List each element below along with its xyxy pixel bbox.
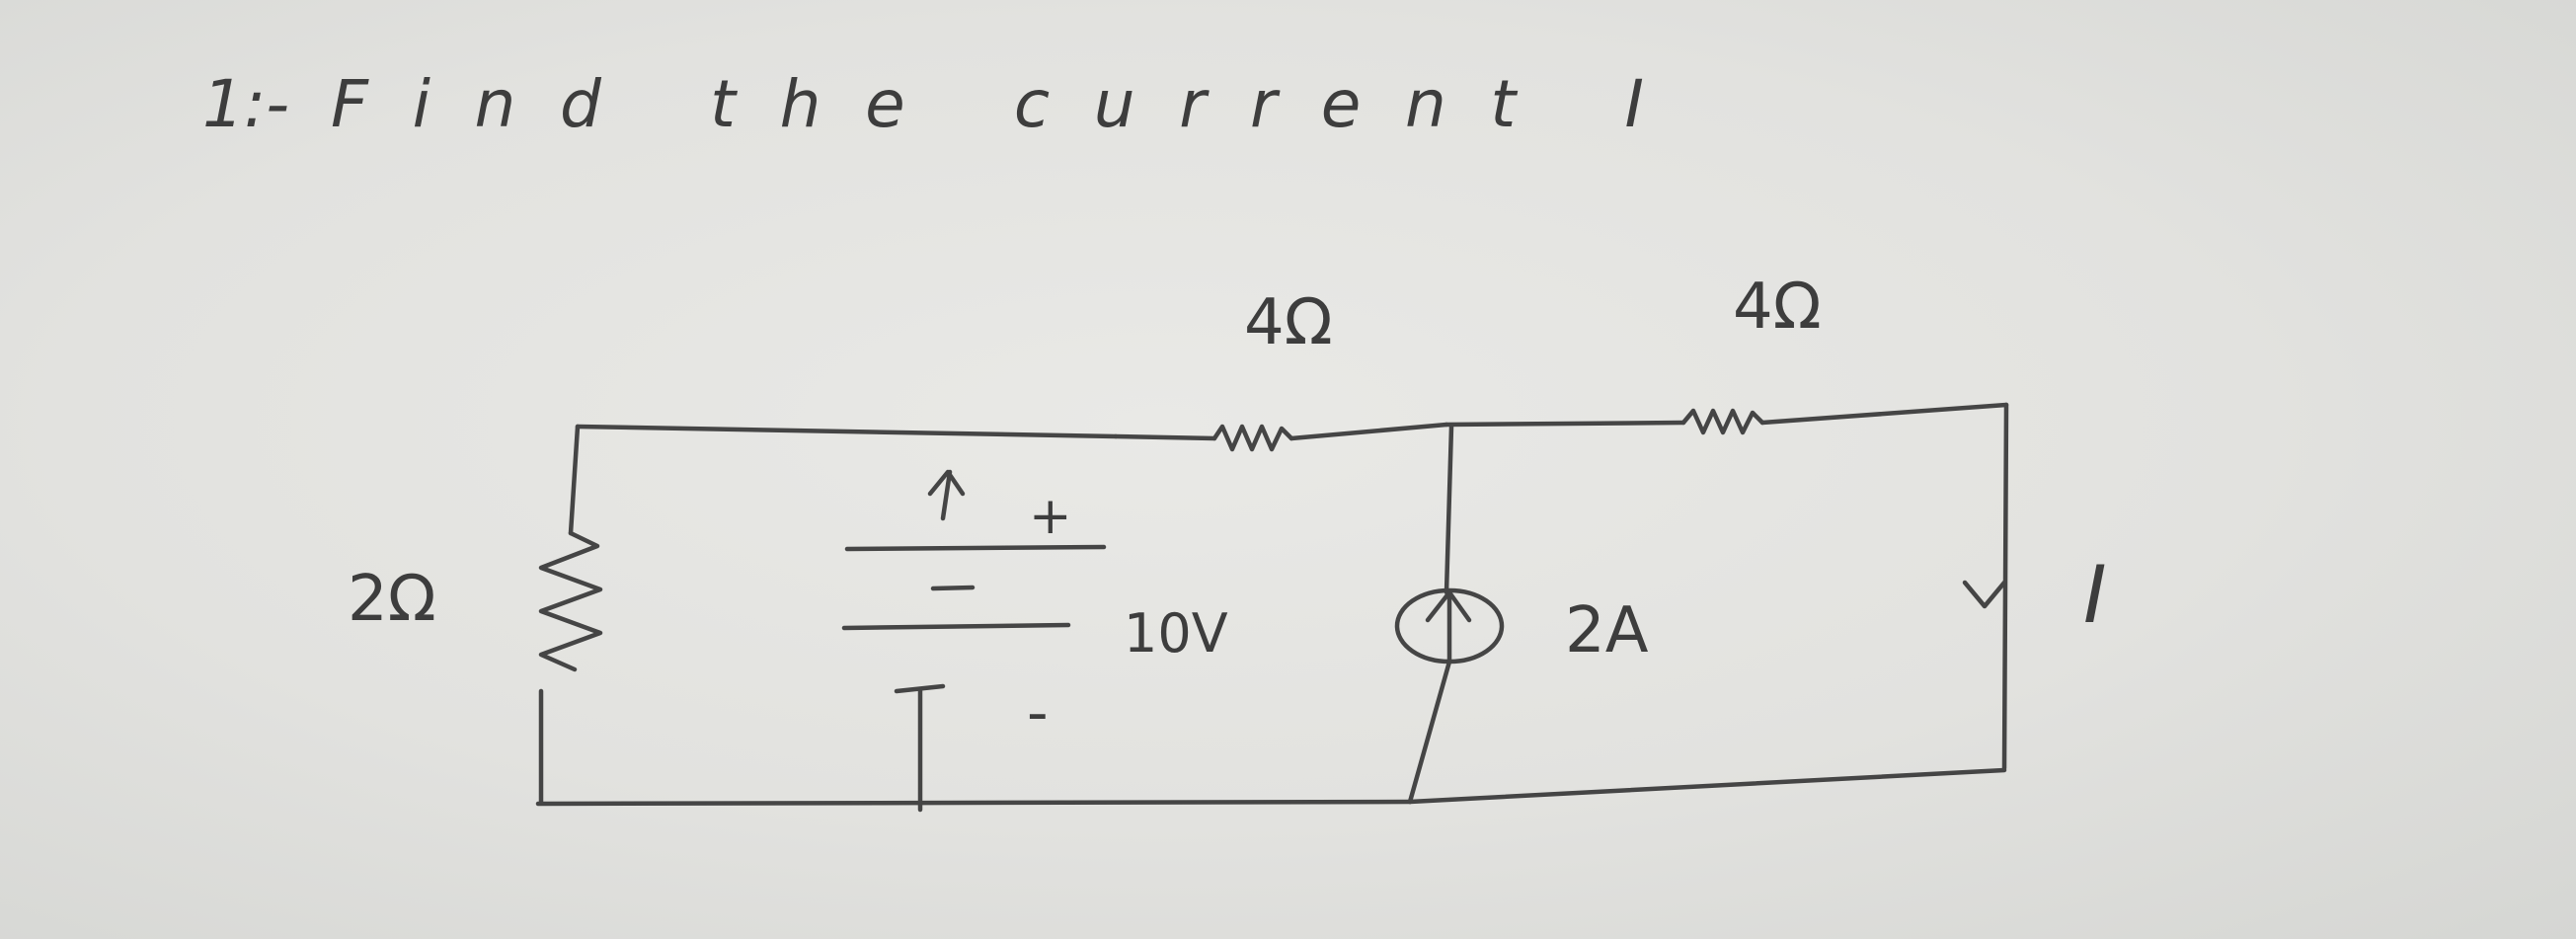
resistor-4ohm-2-zigzag	[1680, 408, 1765, 435]
problem-text: Find the current I	[331, 66, 1644, 142]
top-wire-segment-1	[575, 424, 1119, 439]
voltage-plus-sign: +	[1029, 487, 1072, 546]
battery-top-lead	[940, 469, 953, 521]
current-source: 2A	[1394, 424, 1649, 805]
resistor-2ohm-zigzag	[538, 530, 603, 672]
current-direction-arrow	[1962, 580, 2007, 609]
resistor-4ohm-1-zigzag	[1211, 424, 1294, 452]
top-wire-segment-3	[1288, 422, 1449, 441]
right-wire	[2001, 402, 2009, 771]
bottom-wire	[535, 767, 2007, 807]
battery-long-plate	[844, 544, 1107, 552]
battery-bottom-lead	[894, 683, 946, 813]
problem-number: 1:-	[202, 66, 289, 142]
top-wire-segment-2	[1113, 433, 1217, 441]
right-branch: I	[1962, 402, 2107, 771]
voltage-source: + - 10V	[841, 469, 1228, 813]
voltage-minus-sign: -	[1027, 678, 1049, 747]
current-i-label: I	[2083, 549, 2107, 641]
problem-heading: 1:- Find the current I	[202, 66, 1644, 142]
resistor-4ohm-1-label: 4Ω	[1244, 286, 1333, 359]
top-wire-segment-5	[1759, 402, 2009, 426]
battery-second-plate	[841, 622, 1071, 631]
left-wire-top	[568, 424, 581, 536]
battery-arrow-head	[927, 469, 966, 497]
voltage-source-label: 10V	[1124, 602, 1228, 665]
top-wire-segment-4	[1444, 420, 1686, 428]
current-source-top-wire	[1444, 424, 1454, 595]
bottom-wire-right	[1407, 767, 2007, 805]
bottom-wire-left	[535, 799, 1413, 807]
battery-short-mark	[930, 585, 976, 591]
resistor-4ohm-2-label: 4Ω	[1733, 271, 1822, 344]
current-source-arrow-head	[1425, 589, 1472, 623]
current-source-label: 2A	[1565, 594, 1649, 667]
top-wire-left: 4Ω	[575, 286, 1449, 452]
top-wire-right: 4Ω	[1444, 271, 2009, 435]
resistor-2ohm-label: 2Ω	[348, 563, 436, 636]
left-branch: 2Ω	[348, 424, 603, 805]
current-source-bottom-wire	[1407, 659, 1452, 805]
